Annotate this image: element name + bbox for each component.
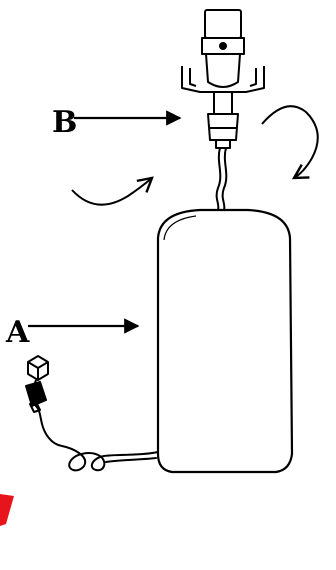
power-cord — [35, 405, 159, 472]
power-plug — [25, 355, 49, 413]
callout-label-a: A — [5, 315, 30, 350]
socket-screw — [219, 42, 227, 50]
harp-saddle — [181, 66, 265, 93]
lamp-base-body — [156, 208, 294, 474]
lamp-wires — [215, 147, 228, 211]
rotation-arrow-left — [71, 176, 154, 206]
callout-label-b: B — [52, 105, 77, 140]
socket-cap — [204, 9, 242, 39]
lamp-socket-assembly — [181, 9, 265, 149]
socket-coupling — [207, 113, 239, 141]
socket-neck — [213, 91, 233, 115]
red-brush-mark — [0, 494, 14, 526]
socket-body — [205, 53, 241, 88]
rotation-arrow-right — [261, 105, 319, 180]
